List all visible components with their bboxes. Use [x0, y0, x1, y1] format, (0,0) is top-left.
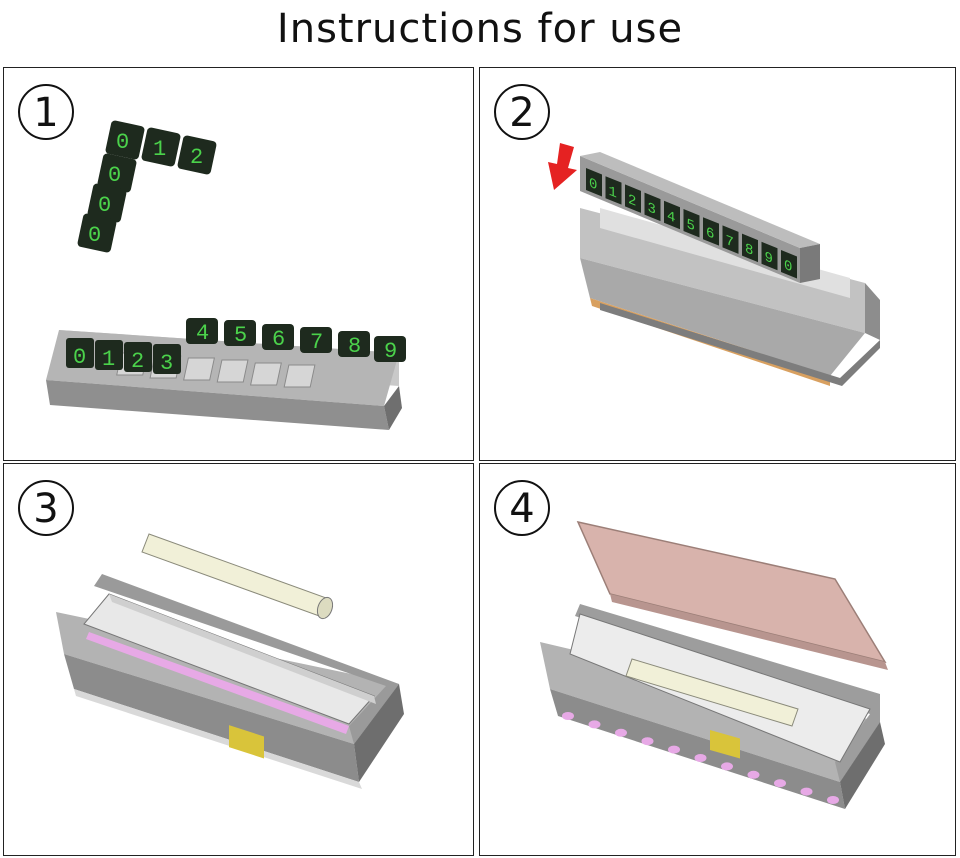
- strip-tile: [664, 200, 680, 230]
- loose-digit: 8: [348, 334, 361, 359]
- pink-phone: [576, 520, 888, 670]
- strip-tile: [644, 192, 661, 222]
- top-digit: 2: [190, 145, 203, 170]
- step-3-panel: 3: [3, 463, 474, 856]
- step-1-number: 1: [18, 84, 74, 140]
- strip-tile: [781, 250, 797, 279]
- column-digit: 0: [108, 163, 121, 188]
- loose-digit: 7: [310, 330, 323, 355]
- bar-digit: 0: [73, 345, 86, 370]
- step-2-number: 2: [494, 84, 550, 140]
- strip-tile: [625, 184, 641, 213]
- step-3-illustration: [56, 533, 404, 789]
- step-4-number: 4: [494, 480, 550, 536]
- pink-dot: [800, 787, 813, 796]
- pink-dot: [747, 770, 760, 779]
- column-digit: 0: [88, 223, 101, 248]
- strip-digit: 5: [687, 217, 695, 236]
- top-digit: 1: [153, 137, 166, 162]
- pink-dot: [615, 728, 627, 737]
- strip-tile: [683, 209, 700, 238]
- pink-dot: [721, 762, 733, 771]
- strip-tile: [703, 217, 719, 246]
- step-3-number: 3: [18, 480, 74, 536]
- strip-tile: [586, 168, 602, 197]
- step-1-panel: 1 0 1 2: [3, 67, 474, 461]
- step-1-illustration: 0 1 2 3 4 5 6 7 8 9: [46, 120, 406, 430]
- pink-dot: [562, 712, 574, 720]
- strip-digit: 8: [745, 241, 753, 260]
- pink-dot: [641, 737, 654, 746]
- pink-light-dots: [562, 712, 839, 804]
- tray: [56, 574, 404, 789]
- strip-tile: [761, 241, 778, 271]
- strip-digit: 6: [706, 225, 714, 244]
- loose-digit: 6: [272, 327, 285, 352]
- tray: [580, 208, 880, 386]
- loose-digit-tiles: 4 5 6 7 8 9: [186, 318, 406, 364]
- bar-digit: 3: [160, 351, 173, 376]
- loose-digit: 9: [384, 339, 397, 364]
- strip-digit: 0: [784, 258, 792, 277]
- strip-tile: [722, 225, 739, 254]
- pink-dot: [827, 796, 839, 804]
- step-4-illustration: [540, 520, 888, 809]
- strip-digit: 7: [726, 233, 734, 252]
- red-down-arrow-icon: [548, 143, 577, 190]
- strip-tile: [605, 176, 622, 205]
- pink-dot: [668, 745, 680, 754]
- strip-digit: 4: [667, 208, 675, 227]
- bar-digit: 2: [131, 349, 144, 374]
- pink-dot: [774, 779, 786, 788]
- strip-digit: 2: [628, 192, 636, 211]
- pink-dot: [694, 754, 707, 762]
- pink-dot: [588, 720, 601, 729]
- strip-digit: 1: [609, 184, 618, 203]
- strip-digit: 3: [648, 200, 656, 219]
- strip-tile: [742, 233, 758, 263]
- cream-stick: [141, 533, 334, 620]
- l-shape-digit-tiles: 0 1 2 0 0 0: [77, 120, 217, 253]
- page-title: Instructions for use: [276, 6, 684, 52]
- cream-stick: [625, 658, 799, 759]
- yellow-clip: [229, 725, 264, 759]
- bar-digit: 1: [102, 347, 115, 372]
- step-4-panel: 4: [479, 463, 956, 856]
- column-digit: 0: [98, 193, 111, 218]
- strip-digit: 0: [589, 176, 597, 195]
- top-digit: 0: [116, 130, 129, 155]
- loose-digit: 5: [234, 323, 247, 348]
- strip-digit: 9: [765, 249, 773, 268]
- loose-digit: 4: [196, 321, 209, 346]
